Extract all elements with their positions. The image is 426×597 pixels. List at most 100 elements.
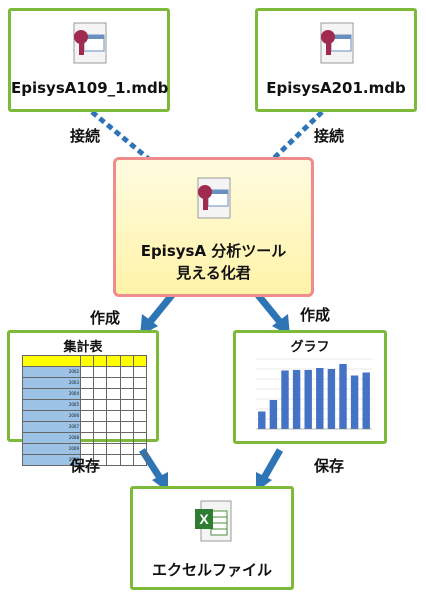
table-cell: [79, 388, 95, 400]
tool-nickname: 見える化君: [176, 264, 251, 282]
tool-box: EpisysA 分析ツール 見える化君: [113, 157, 314, 297]
db-label-right: EpisysA201.mdb: [266, 79, 406, 97]
create-label-right: 作成: [300, 306, 331, 324]
table-cell: [132, 366, 148, 378]
table-cell: [79, 443, 95, 455]
table-cell: [93, 366, 108, 378]
table-header-cell: [132, 355, 148, 367]
table-cell: [93, 388, 108, 400]
table-cell: 2003: [22, 377, 81, 389]
connect-label-right: 接続: [314, 127, 345, 145]
bar: [327, 369, 336, 429]
table-cell: 2005: [22, 399, 81, 411]
create-label-left: 作成: [90, 309, 121, 327]
table-cell: [119, 377, 134, 389]
table-cell: [106, 377, 121, 389]
access-db-icon: [320, 22, 354, 64]
table-cell: [106, 454, 121, 466]
connect-label-left: 接続: [70, 127, 101, 145]
table-header-cell: [93, 355, 108, 367]
access-db-icon: [197, 177, 231, 219]
table-row: 2005: [22, 399, 148, 411]
table-cell: [106, 432, 121, 444]
table-row: 2010: [22, 454, 148, 466]
table-header-cell: [119, 355, 134, 367]
table-cell: [132, 432, 148, 444]
table-row: 2002: [22, 366, 148, 378]
graph-box: グラフ: [233, 330, 387, 444]
bar: [339, 364, 347, 429]
table-cell: [119, 421, 134, 433]
table-cell: [93, 377, 108, 389]
excel-box: X エクセルファイル: [130, 486, 294, 590]
bar: [292, 370, 301, 429]
table-cell: [93, 443, 108, 455]
bar: [350, 375, 359, 429]
table-header-cell: [22, 355, 81, 367]
table-cell: [106, 410, 121, 422]
table-cell: [119, 366, 134, 378]
table-cell: [106, 388, 121, 400]
excel-icon: X: [195, 500, 232, 542]
table-cell: [106, 399, 121, 411]
table-row: 2003: [22, 377, 148, 389]
bar: [316, 368, 324, 429]
table-cell: [93, 454, 108, 466]
table-header-cell: [79, 355, 95, 367]
table-cell: [79, 377, 95, 389]
db-box-right: EpisysA201.mdb: [255, 8, 417, 112]
table-cell: [79, 432, 95, 444]
table-title: 集計表: [63, 340, 103, 355]
table-cell: [132, 410, 148, 422]
table-cell: [93, 410, 108, 422]
table-cell: [93, 421, 108, 433]
table-cell: 2002: [22, 366, 81, 378]
connect-line-right: [270, 110, 324, 162]
table-cell: [132, 443, 148, 455]
table-cell: [119, 432, 134, 444]
table-cell: [132, 454, 148, 466]
table-cell: [132, 377, 148, 389]
table-cell: 2009: [22, 443, 81, 455]
table-cell: [119, 399, 134, 411]
table-row: 2007: [22, 421, 148, 433]
table-cell: [106, 443, 121, 455]
table-cell: 2006: [22, 410, 81, 422]
access-db-icon: [73, 22, 107, 64]
table-cell: 2008: [22, 432, 81, 444]
save-label-left: 保存: [70, 457, 101, 475]
table-cell: [119, 443, 134, 455]
table-row: 2009: [22, 443, 148, 455]
table-cell: [93, 399, 108, 411]
table-row: 2006: [22, 410, 148, 422]
bar-chart: [256, 358, 372, 430]
bar: [281, 370, 289, 429]
tool-name: EpisysA 分析ツール: [140, 242, 287, 260]
table-cell: [119, 410, 134, 422]
bar: [269, 400, 278, 429]
table-cell: [79, 366, 95, 378]
db-label-left: EpisysA109_1.mdb: [11, 79, 169, 97]
db-box-left: EpisysA109_1.mdb: [8, 8, 170, 112]
table-cell: [106, 421, 121, 433]
table-header-cell: [106, 355, 121, 367]
table-cell: [132, 388, 148, 400]
table-cell: [93, 432, 108, 444]
table-cell: [79, 421, 95, 433]
bar: [362, 372, 370, 429]
table-cell: [79, 454, 95, 466]
table-cell: [132, 421, 148, 433]
table-row: 2004: [22, 388, 148, 400]
graph-title: グラフ: [290, 340, 330, 355]
table-cell: [119, 454, 134, 466]
table-row: 2008: [22, 432, 148, 444]
table-cell: [79, 399, 95, 411]
svg-text:X: X: [199, 511, 209, 527]
table-cell: 2004: [22, 388, 81, 400]
bar: [258, 411, 266, 429]
table-cell: 2007: [22, 421, 81, 433]
bar: [304, 370, 312, 429]
table-header-row: [22, 355, 148, 367]
